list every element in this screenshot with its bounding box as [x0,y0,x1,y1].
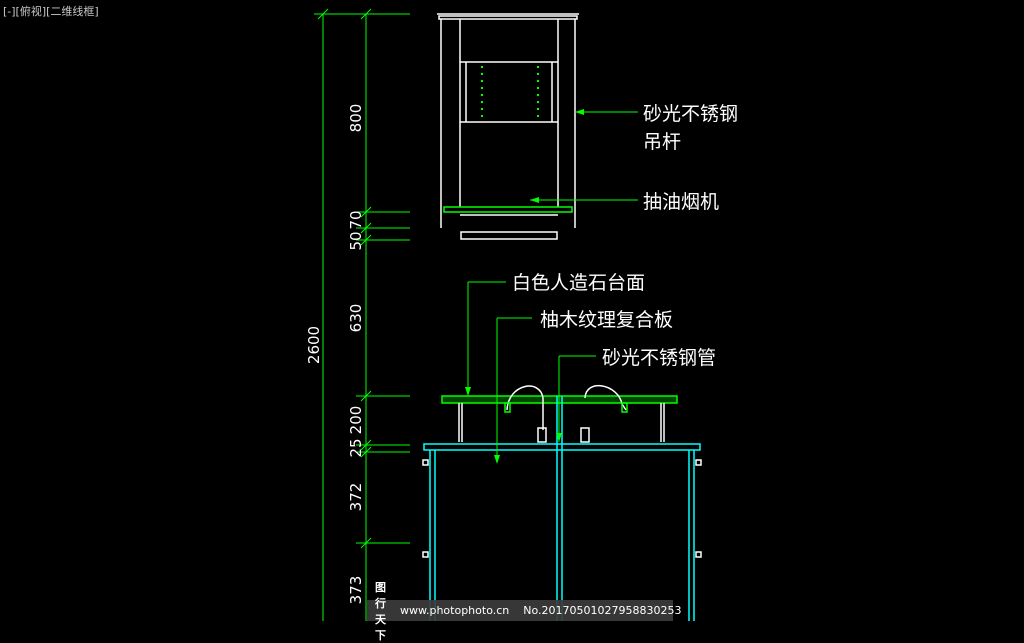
leader-arrowheads [465,109,584,464]
watermark-url: www.photophoto.cn [400,604,510,617]
range-hood-drawing [437,13,579,240]
watermark-site: 图行天下 [375,580,386,642]
dim-segment-label: 800 [347,104,365,133]
counter-drawing [422,384,702,621]
annotation-hanging-rod: 砂光不锈钢 [643,103,738,125]
annotation-panel: 柚木纹理复合板 [540,309,673,331]
watermark-bar: 图行天下 www.photophoto.cn No.20170501027958… [367,581,682,642]
viewport-label[interactable]: [-][俯视][二维线框] [3,5,99,18]
dim-segment-label: 25 [347,438,365,457]
dim-segment-label: 70 [347,210,365,229]
watermark-number: No.20170501027958830253 [523,604,682,617]
dim-segment-label: 373 [347,576,365,605]
dim-overall-label: 2600 [305,326,323,364]
dim-segment-label: 50 [347,231,365,250]
annotation-steel-pipe: 砂光不锈钢管 [602,347,716,369]
dim-segment-label: 200 [347,406,365,435]
annotation-countertop: 白色人造石台面 [512,272,645,294]
annotation-range-hood: 抽油烟机 [643,191,719,213]
leader-lines [467,111,638,462]
dimension-chain [314,8,410,621]
annotation-hanging-rod-line2: 吊杆 [643,131,681,153]
dim-segment-label: 372 [347,483,365,512]
cad-drawing: 2600 800 70 50 630 200 25 372 373 [305,8,738,621]
dim-segment-label: 630 [347,304,365,333]
